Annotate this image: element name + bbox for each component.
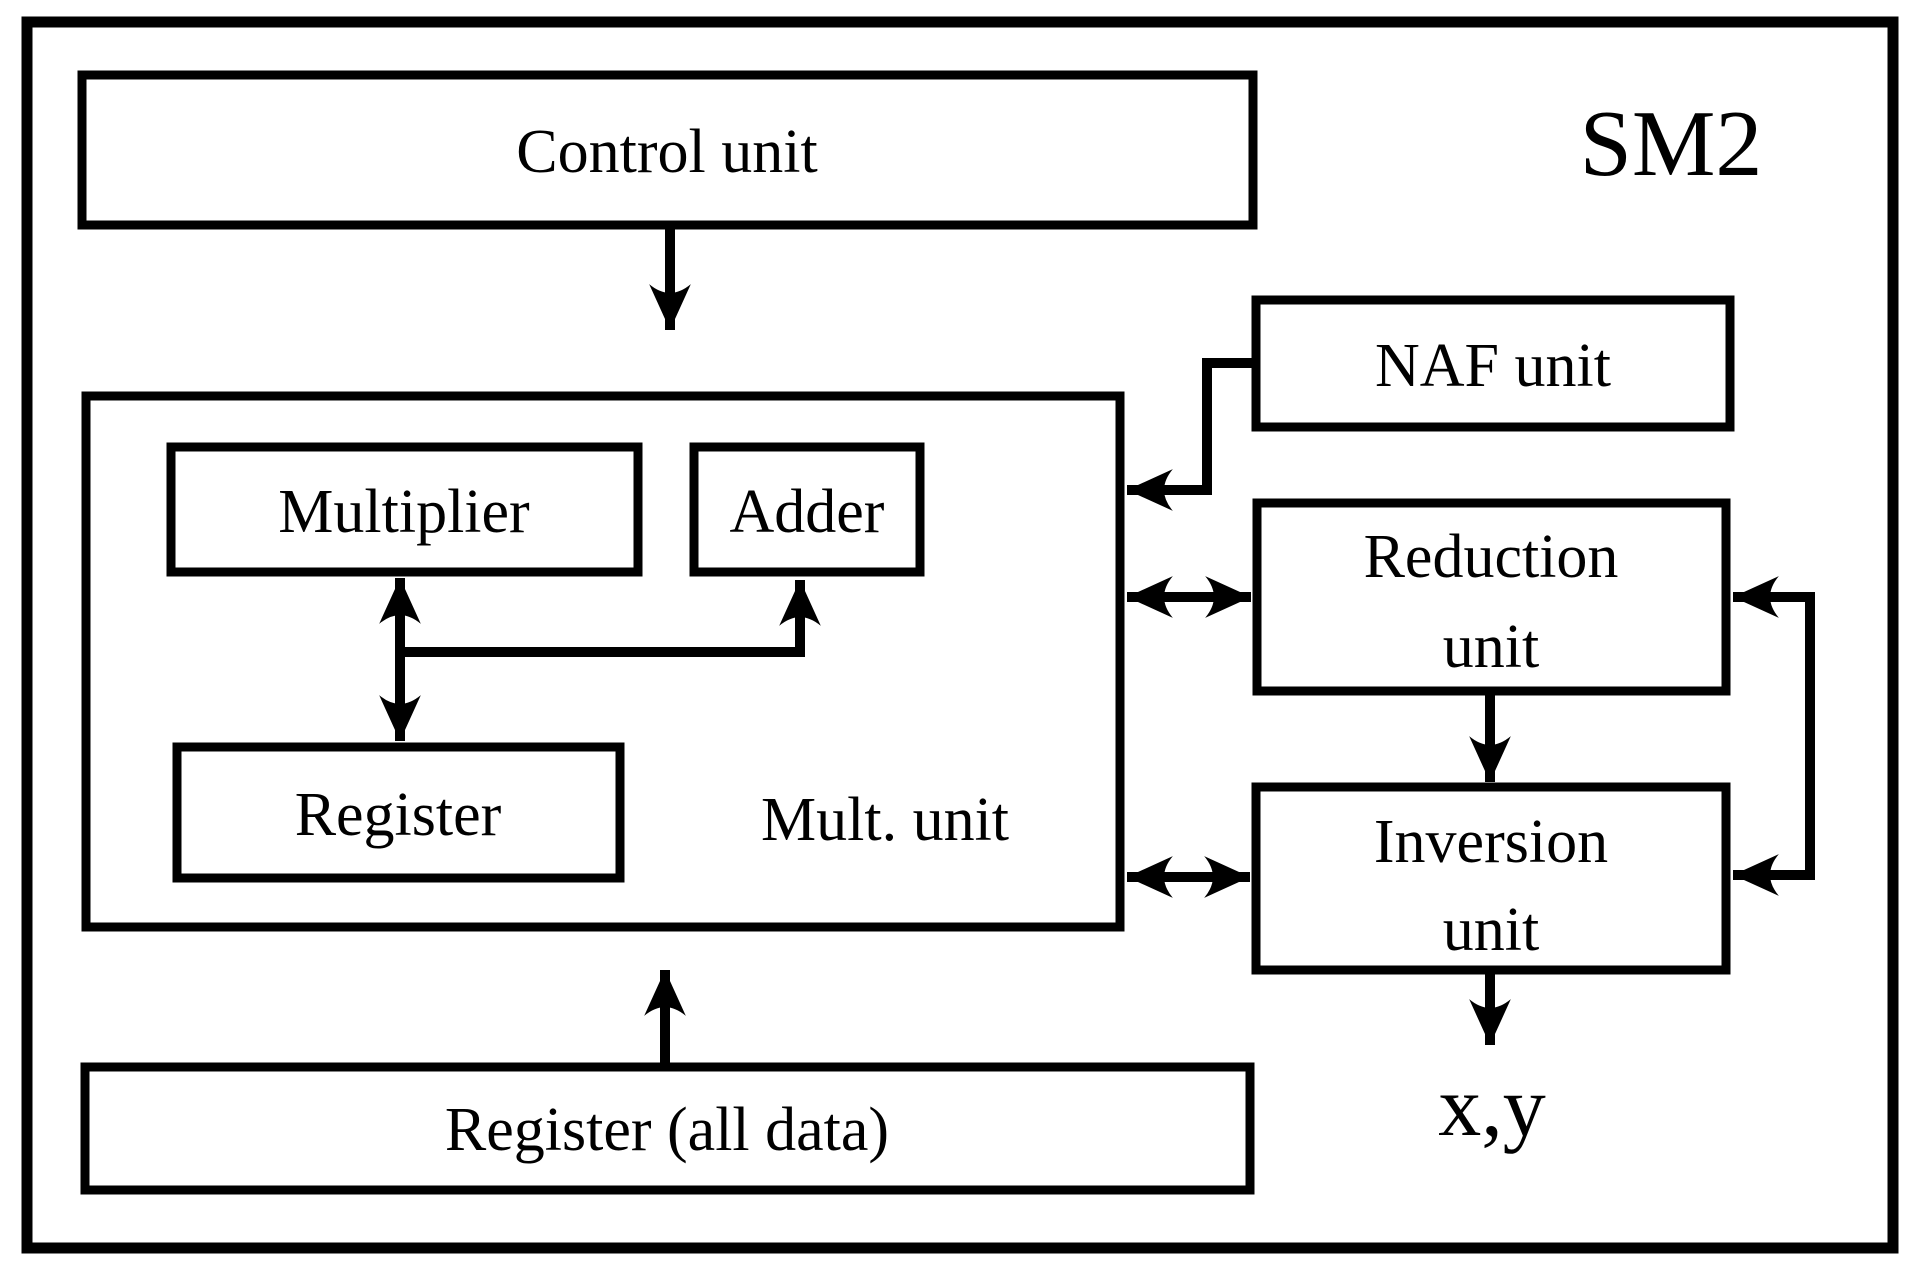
inversion-unit-label-line1: Inversion [1374, 808, 1608, 876]
register-all-data-box [80, 1062, 1255, 1195]
control-unit-box [77, 70, 1258, 230]
diagram-title: SM2 [1580, 92, 1763, 196]
arrow-branch-to-adder [400, 580, 821, 657]
control-unit-label: Control unit [516, 118, 817, 186]
inversion-unit-box [1251, 782, 1731, 975]
reduction-unit-label-line1: Reduction [1364, 523, 1619, 591]
outer-frame [21, 16, 1899, 1254]
naf-unit-label: NAF unit [1375, 332, 1611, 400]
reduction-unit-box [1252, 498, 1731, 696]
register-all-data-label: Register (all data) [445, 1096, 889, 1164]
arrow-naf-to-mult-unit [1127, 358, 1256, 511]
adder-box [689, 442, 925, 577]
output-xy-label: x,y [1438, 1058, 1546, 1154]
mult-unit-label: Mult. unit [761, 786, 1009, 854]
multiplier-label: Multiplier [278, 478, 530, 546]
inversion-unit-label-line2: unit [1443, 896, 1539, 964]
multiplier-box [166, 442, 643, 577]
register-label: Register [295, 781, 502, 849]
reduction-unit-label-line2: unit [1443, 613, 1539, 681]
arrow-right-feedback-reduction-inversion [1733, 576, 1815, 896]
adder-label: Adder [730, 478, 885, 546]
register-box [172, 742, 625, 883]
